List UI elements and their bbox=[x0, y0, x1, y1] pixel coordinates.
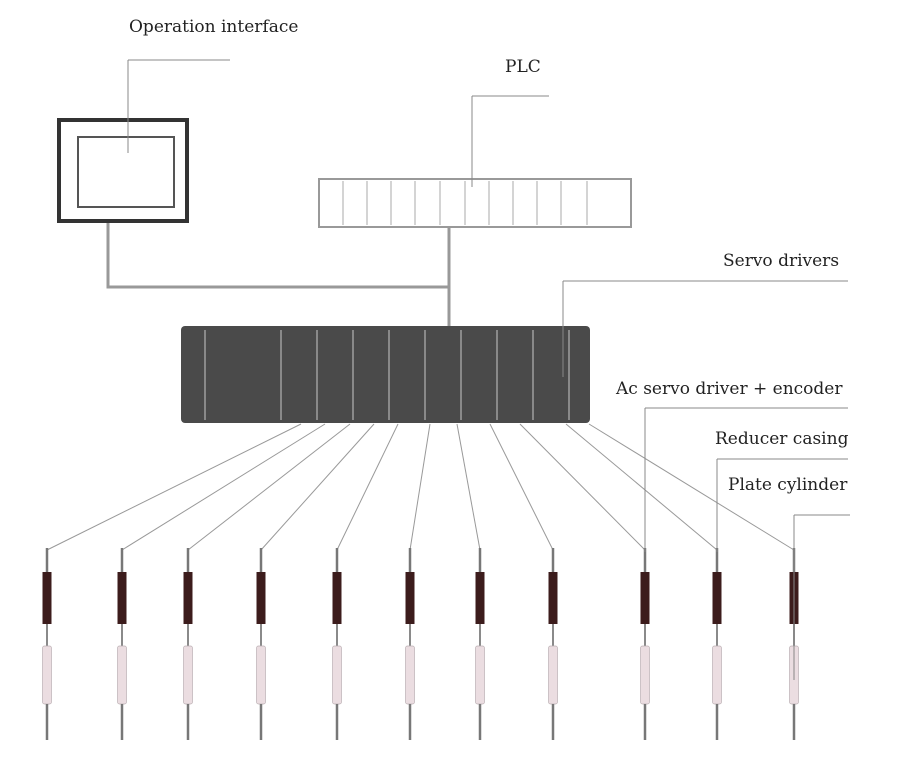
connectors bbox=[46, 223, 795, 551]
plate-cylinder-body bbox=[117, 645, 127, 705]
driver-to-unit-cable bbox=[519, 423, 646, 551]
encoder-body bbox=[42, 572, 52, 624]
servo-unit bbox=[405, 548, 415, 740]
servo-unit bbox=[183, 548, 193, 740]
servo-unit bbox=[256, 548, 266, 740]
encoder-body bbox=[405, 572, 415, 624]
label-operation-interface: Operation interface bbox=[129, 17, 299, 37]
driver-to-unit-cable bbox=[588, 423, 795, 551]
servo-unit bbox=[117, 548, 127, 740]
servo-driver-block bbox=[181, 326, 590, 423]
operation-interface-monitor bbox=[57, 118, 189, 223]
plate-cylinder-body bbox=[640, 645, 650, 705]
driver-to-unit-cable bbox=[489, 423, 554, 551]
label-ac-servo-driver-encoder: Ac servo driver + encoder bbox=[616, 379, 843, 399]
plate-cylinder-body bbox=[42, 645, 52, 705]
servo-unit bbox=[548, 548, 558, 740]
plc-frame bbox=[318, 178, 632, 228]
plate-cylinder-body bbox=[475, 645, 485, 705]
label-plc: PLC bbox=[505, 57, 541, 77]
plate-cylinder-body bbox=[332, 645, 342, 705]
servo-unit bbox=[42, 548, 52, 740]
label-reducer-casing: Reducer casing bbox=[715, 429, 849, 449]
servo-unit bbox=[712, 548, 722, 740]
monitor-screen bbox=[77, 136, 175, 208]
driver-to-unit-cable bbox=[121, 423, 326, 551]
plate-cylinder-body bbox=[183, 645, 193, 705]
driver-to-unit-cable bbox=[187, 423, 351, 551]
servo-unit bbox=[475, 548, 485, 740]
encoder-body bbox=[256, 572, 266, 624]
label-leader-lines bbox=[127, 59, 850, 680]
driver-to-unit-cable bbox=[456, 423, 481, 551]
servo-unit bbox=[640, 548, 650, 740]
driver-to-unit-cable bbox=[260, 423, 375, 551]
plate-cylinder-body bbox=[548, 645, 558, 705]
driver-to-unit-cable bbox=[565, 423, 718, 551]
encoder-body bbox=[117, 572, 127, 624]
plate-cylinder-body bbox=[712, 645, 722, 705]
driver-to-unit-cable bbox=[46, 423, 302, 551]
encoder-body bbox=[183, 572, 193, 624]
driver-block bbox=[181, 326, 590, 423]
encoder-body bbox=[475, 572, 485, 624]
driver-to-unit-cable bbox=[336, 423, 399, 551]
driver-to-unit-cable bbox=[409, 423, 431, 551]
plc-rack bbox=[318, 178, 632, 228]
plate-cylinder-body bbox=[256, 645, 266, 705]
encoder-body bbox=[548, 572, 558, 624]
servo-unit bbox=[332, 548, 342, 740]
encoder-body bbox=[332, 572, 342, 624]
plate-cylinder-body bbox=[405, 645, 415, 705]
label-servo-drivers: Servo drivers bbox=[723, 251, 840, 271]
encoder-body bbox=[640, 572, 650, 624]
encoder-body bbox=[712, 572, 722, 624]
monitor-to-bus-cable bbox=[106, 223, 449, 289]
servo-units bbox=[42, 548, 799, 740]
label-plate-cylinder: Plate cylinder bbox=[728, 475, 848, 495]
